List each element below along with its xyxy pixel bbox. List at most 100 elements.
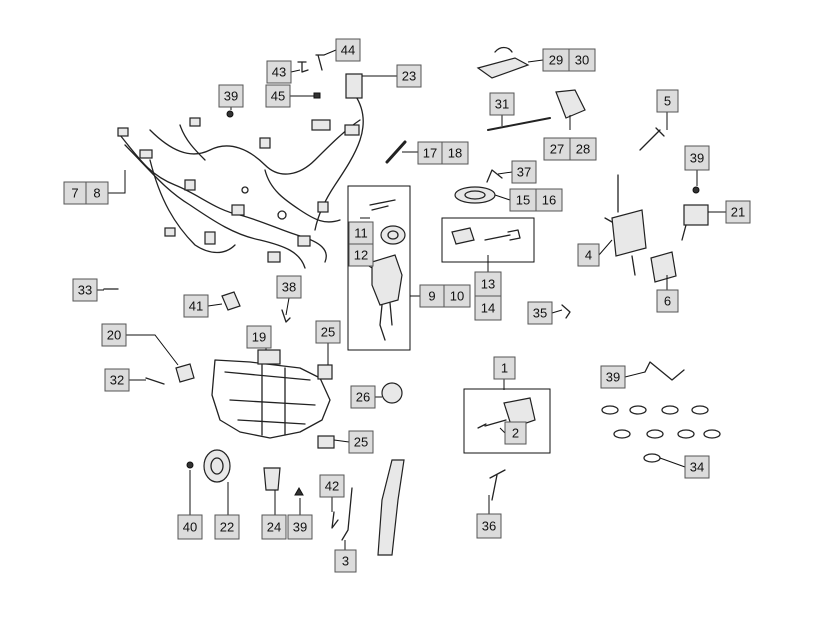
sensor-5-illustration — [639, 127, 665, 151]
label-40: 40 — [177, 514, 203, 540]
label-20: 20 — [101, 323, 127, 347]
label-39-right: 39 — [684, 145, 710, 171]
label-21-text: 21 — [731, 205, 745, 220]
label-9-text: 9 — [428, 289, 435, 304]
label-25-top-text: 25 — [321, 325, 335, 340]
label-17-text: 17 — [423, 146, 437, 161]
ignition-switch-group-box — [347, 185, 411, 351]
ignition-coil-illustration — [503, 397, 536, 429]
ring-15-illustration — [454, 186, 496, 204]
ignition-coil-group-box — [463, 388, 551, 454]
bracket-29-illustration — [476, 57, 530, 79]
label-44: 44 — [335, 38, 361, 62]
nut-39-top-illustration — [226, 110, 234, 118]
label-24: 24 — [261, 514, 287, 540]
label-39-clips-text: 39 — [606, 370, 620, 385]
label-45-text: 45 — [271, 89, 285, 104]
label-4: 4 — [577, 243, 600, 267]
label-6-text: 6 — [664, 294, 671, 309]
label-42: 42 — [319, 474, 345, 498]
label-40-text: 40 — [183, 520, 197, 535]
label-28: 28 — [569, 137, 597, 161]
horn-22-illustration — [203, 449, 231, 483]
label-26: 26 — [350, 385, 376, 409]
label-14-text: 14 — [481, 301, 495, 316]
label-22-text: 22 — [220, 520, 234, 535]
label-18: 18 — [441, 141, 469, 165]
label-20-text: 20 — [107, 328, 121, 343]
label-1: 1 — [493, 356, 516, 380]
cup-24-illustration — [263, 467, 281, 491]
label-10-text: 10 — [450, 289, 464, 304]
label-16: 16 — [535, 188, 563, 212]
label-32: 32 — [104, 368, 130, 392]
label-1-text: 1 — [501, 361, 508, 376]
label-25-bottom-text: 25 — [354, 435, 368, 450]
rod-17-illustration — [385, 140, 407, 164]
label-43: 43 — [266, 60, 292, 84]
pin-38-illustration — [281, 309, 291, 323]
nut-39-bottom-illustration — [294, 486, 304, 496]
label-3-text: 3 — [342, 554, 349, 569]
label-2-text: 2 — [512, 426, 519, 441]
label-5: 5 — [656, 89, 679, 113]
label-15: 15 — [509, 188, 537, 212]
label-23: 23 — [396, 64, 422, 88]
wiring-harness-illustration — [117, 94, 364, 269]
label-31-text: 31 — [495, 97, 509, 112]
hose-clips-34-illustration — [601, 405, 721, 463]
label-39-bottom: 39 — [287, 514, 313, 540]
label-39-clips: 39 — [600, 365, 626, 389]
label-14: 14 — [474, 295, 502, 321]
label-7-text: 7 — [71, 186, 78, 201]
label-45: 45 — [265, 84, 291, 108]
label-38-text: 38 — [282, 280, 296, 295]
bolt-40-illustration — [186, 461, 194, 469]
clip-44-illustration — [315, 54, 325, 71]
label-38: 38 — [276, 275, 302, 299]
clip-43-illustration — [297, 61, 309, 73]
bolt-36-illustration — [489, 469, 506, 501]
label-28-text: 28 — [576, 142, 590, 157]
regulator-21-illustration — [683, 204, 709, 226]
switch-27-illustration — [555, 89, 586, 119]
label-34: 34 — [684, 455, 710, 479]
label-36: 36 — [476, 513, 502, 539]
label-34-text: 34 — [690, 460, 704, 475]
label-11-text: 11 — [354, 226, 368, 241]
label-3: 3 — [334, 549, 357, 573]
label-41-text: 41 — [189, 299, 203, 314]
label-6: 6 — [656, 289, 679, 313]
label-29-text: 29 — [549, 53, 563, 68]
relay-23-illustration — [345, 73, 363, 99]
label-30: 30 — [568, 48, 596, 72]
label-12-text: 12 — [354, 248, 368, 263]
label-43-text: 43 — [272, 65, 286, 80]
plate-6-illustration — [650, 251, 677, 283]
label-25-bottom: 25 — [348, 430, 374, 454]
label-21: 21 — [725, 200, 751, 224]
label-17: 17 — [417, 141, 443, 165]
label-12: 12 — [348, 243, 374, 267]
cap-26-illustration — [381, 382, 403, 404]
label-42-text: 42 — [325, 479, 339, 494]
label-39-right-text: 39 — [690, 151, 704, 166]
label-32-text: 32 — [110, 373, 124, 388]
label-13-text: 13 — [481, 277, 495, 292]
label-10: 10 — [443, 284, 471, 308]
leader-lines — [97, 49, 726, 550]
connector-20-illustration — [175, 363, 195, 383]
label-2: 2 — [504, 421, 527, 445]
label-29: 29 — [542, 48, 570, 72]
label-35-text: 35 — [533, 306, 547, 321]
label-37-text: 37 — [517, 165, 531, 180]
label-19: 19 — [246, 325, 272, 349]
label-22: 22 — [214, 514, 240, 540]
label-27: 27 — [543, 137, 571, 161]
clip-35-illustration — [561, 304, 571, 319]
label-35: 35 — [527, 301, 553, 325]
label-36-text: 36 — [482, 519, 496, 534]
label-7: 7 — [63, 181, 87, 205]
connector-41-illustration — [221, 291, 241, 311]
label-19-text: 19 — [252, 330, 266, 345]
